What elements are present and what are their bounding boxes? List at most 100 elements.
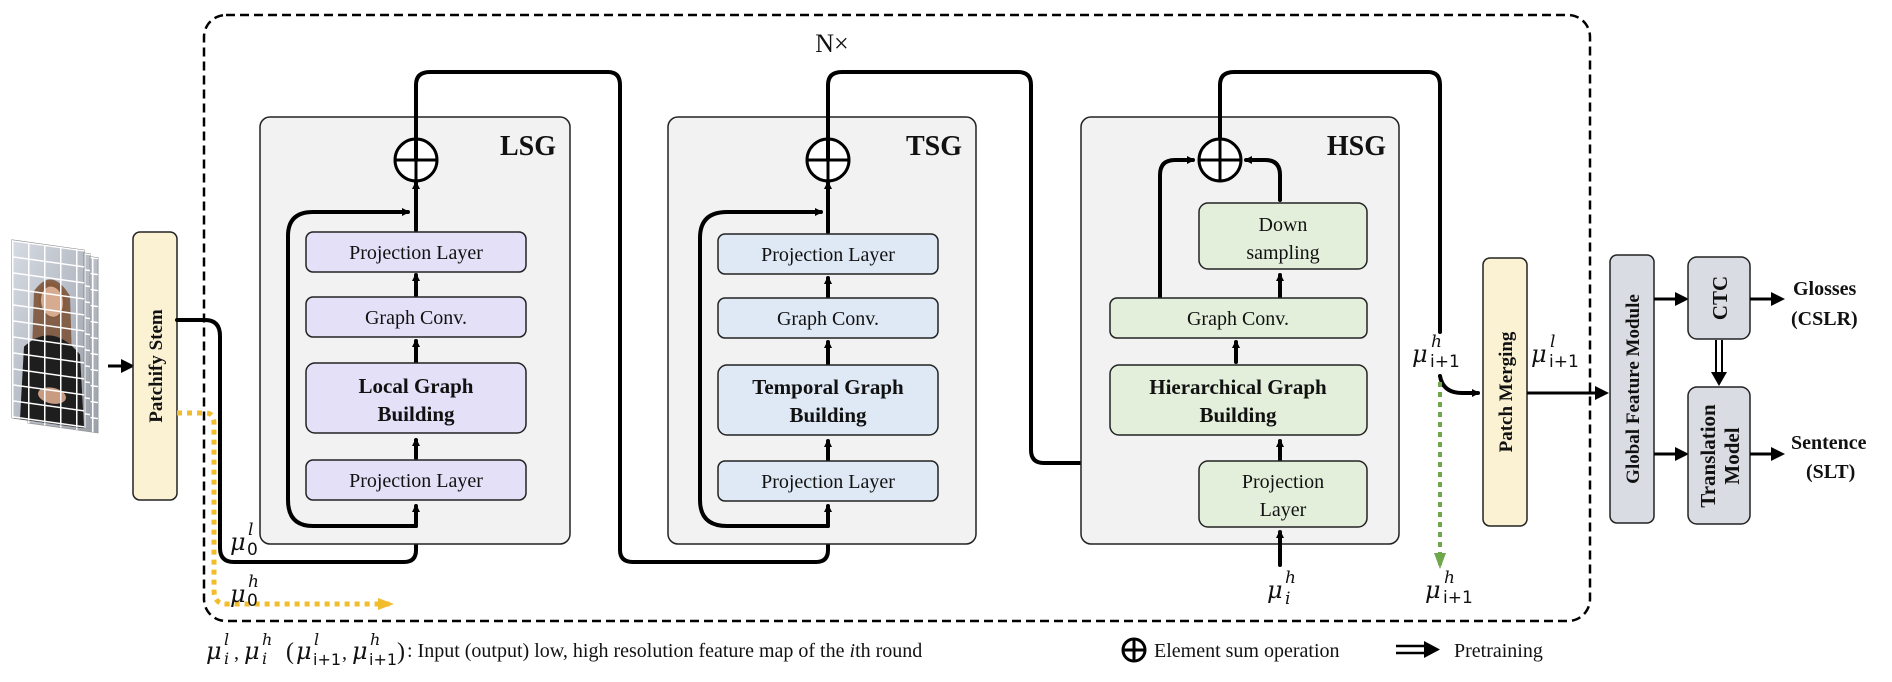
mu-next-h-label-top: μ h i+1: [1412, 332, 1460, 372]
pretraining-legend-label: Pretraining: [1454, 640, 1543, 662]
svg-text:): ): [397, 639, 405, 665]
tsg-building-line1: Temporal Graph: [752, 375, 904, 399]
output-slt-label: (SLT): [1806, 461, 1855, 483]
legend: μ l i , μ h i ( μ l i+1 , μ h i+1 ) : In…: [206, 630, 1543, 669]
hsg-graph-conv-label: Graph Conv.: [1187, 308, 1289, 330]
svg-text:μ: μ: [1267, 576, 1283, 604]
svg-text:0: 0: [247, 540, 258, 560]
translation-model-block[interactable]: Translation Model: [1687, 386, 1751, 525]
lsg-building-line2: Building: [377, 402, 455, 426]
hsg-building-line2: Building: [1199, 403, 1277, 427]
hsg-down-path: [1244, 156, 1282, 202]
lsg-graph-conv-label: Graph Conv.: [365, 307, 467, 329]
hsg-building-line1: Hierarchical Graph: [1149, 375, 1327, 399]
lsg-projection-top-label: Projection Layer: [349, 242, 483, 264]
legend-notation: μ l i , μ h i ( μ l i+1 , μ h i+1 ): [206, 630, 405, 669]
svg-text:μ: μ: [230, 528, 246, 556]
tsg-building-line2: Building: [789, 403, 867, 427]
tsg-graph-conv[interactable]: Graph Conv.: [717, 297, 939, 339]
svg-text:l: l: [248, 520, 253, 540]
lsg-projection-bottom-label: Projection Layer: [349, 470, 483, 492]
svg-text:μ: μ: [244, 637, 260, 665]
svg-text:i+1: i+1: [313, 650, 341, 669]
output-cslr-label: (CSLR): [1791, 308, 1858, 330]
svg-text:μ: μ: [1531, 340, 1547, 368]
svg-text:i+1: i+1: [1430, 352, 1460, 372]
ctc-label: CTC: [1708, 276, 1732, 320]
svg-text:μ: μ: [352, 637, 368, 665]
svg-text:h: h: [262, 630, 272, 649]
repeat-label: N×: [815, 29, 848, 58]
svg-text:i+1: i+1: [1549, 352, 1579, 372]
tsg-title: TSG: [906, 131, 962, 162]
lsg-residual-path: [286, 208, 418, 528]
mu0-l-label: μ l 0: [230, 520, 258, 560]
pretraining-arrow: [1711, 340, 1727, 386]
hsg-title: HSG: [1327, 131, 1386, 162]
translation-model-line1: Translation: [1696, 404, 1720, 508]
element-sum-legend-label: Element sum operation: [1154, 640, 1340, 662]
translation-model-line2: Model: [1720, 427, 1744, 484]
patchify-stem-block[interactable]: Patchify Stem: [132, 231, 178, 501]
svg-text:h: h: [1285, 568, 1296, 588]
input-frames: [11, 239, 99, 434]
output-glosses-label: Glosses: [1793, 278, 1857, 300]
svg-text:μ: μ: [1412, 340, 1428, 368]
patchify-stem-label: Patchify Stem: [146, 309, 167, 423]
lsg-local-graph-building[interactable]: Local Graph Building: [305, 362, 527, 434]
svg-text:,: ,: [234, 642, 239, 664]
ctc-block[interactable]: CTC: [1687, 256, 1751, 340]
svg-text:μ: μ: [296, 637, 312, 665]
to-patch-merging-path: [1438, 374, 1480, 397]
svg-text:i: i: [224, 649, 229, 668]
svg-text:μ: μ: [1425, 576, 1441, 604]
lsg-projection-bottom[interactable]: Projection Layer: [305, 459, 527, 501]
hsg-skip-path: [1158, 156, 1195, 300]
mu0-h-label: μ h 0: [230, 572, 259, 611]
patch-merging-label: Patch Merging: [1496, 331, 1517, 452]
hsg-hierarchical-graph-building[interactable]: Hierarchical Graph Building: [1109, 364, 1368, 436]
svg-text:i: i: [1285, 589, 1290, 609]
svg-text:i: i: [262, 649, 267, 668]
hsg-down-sampling[interactable]: Down sampling: [1198, 202, 1368, 270]
hsg-projection[interactable]: Projection Layer: [1198, 460, 1368, 528]
hsg-graph-conv[interactable]: Graph Conv.: [1109, 297, 1368, 339]
lsg-projection-top[interactable]: Projection Layer: [305, 231, 527, 273]
stem-to-lsg-path: [175, 318, 418, 564]
lsg-building-line1: Local Graph: [359, 374, 474, 398]
svg-text:l: l: [224, 630, 229, 649]
tsg-projection-top-label: Projection Layer: [761, 244, 895, 266]
lsg-title: LSG: [500, 131, 556, 162]
hsg-projection-line1: Projection: [1242, 471, 1324, 493]
lsg-graph-conv[interactable]: Graph Conv.: [305, 296, 527, 338]
legend-description: : Input (output) low, high resolution fe…: [407, 640, 922, 662]
svg-text:μ: μ: [206, 637, 222, 665]
svg-text:h: h: [370, 630, 380, 649]
svg-text:μ: μ: [230, 580, 246, 608]
pretraining-legend-icon: [1396, 641, 1440, 658]
tsg-projection-top[interactable]: Projection Layer: [717, 233, 939, 275]
hsg-down-line2: sampling: [1246, 242, 1319, 264]
tsg-graph-conv-label: Graph Conv.: [777, 308, 879, 330]
svg-text:0: 0: [247, 591, 258, 611]
tsg-temporal-graph-building[interactable]: Temporal Graph Building: [717, 364, 939, 436]
mui-h-label: μ h i: [1267, 568, 1296, 609]
svg-text:i+1: i+1: [1443, 588, 1473, 608]
hsg-sum-icon: [1197, 137, 1243, 183]
patch-merging-block[interactable]: Patch Merging: [1482, 257, 1528, 527]
tsg-residual-path: [698, 208, 830, 528]
output-sentence-label: Sentence: [1791, 432, 1867, 454]
tsg-projection-bottom-label: Projection Layer: [761, 471, 895, 493]
mu-next-h-label-bottom: μ h i+1: [1425, 568, 1473, 608]
global-feature-module-block[interactable]: Global Feature Module: [1609, 254, 1655, 524]
svg-text:h: h: [1444, 568, 1455, 588]
svg-text:(: (: [286, 639, 294, 665]
global-feature-module-label: Global Feature Module: [1623, 294, 1644, 484]
hsg-output-path: [1218, 70, 1442, 334]
tsg-projection-bottom[interactable]: Projection Layer: [717, 460, 939, 502]
hsg-projection-line2: Layer: [1260, 499, 1307, 521]
svg-text:i+1: i+1: [369, 650, 397, 669]
high-res-path: [177, 410, 394, 610]
element-sum-legend-icon: [1121, 637, 1147, 663]
